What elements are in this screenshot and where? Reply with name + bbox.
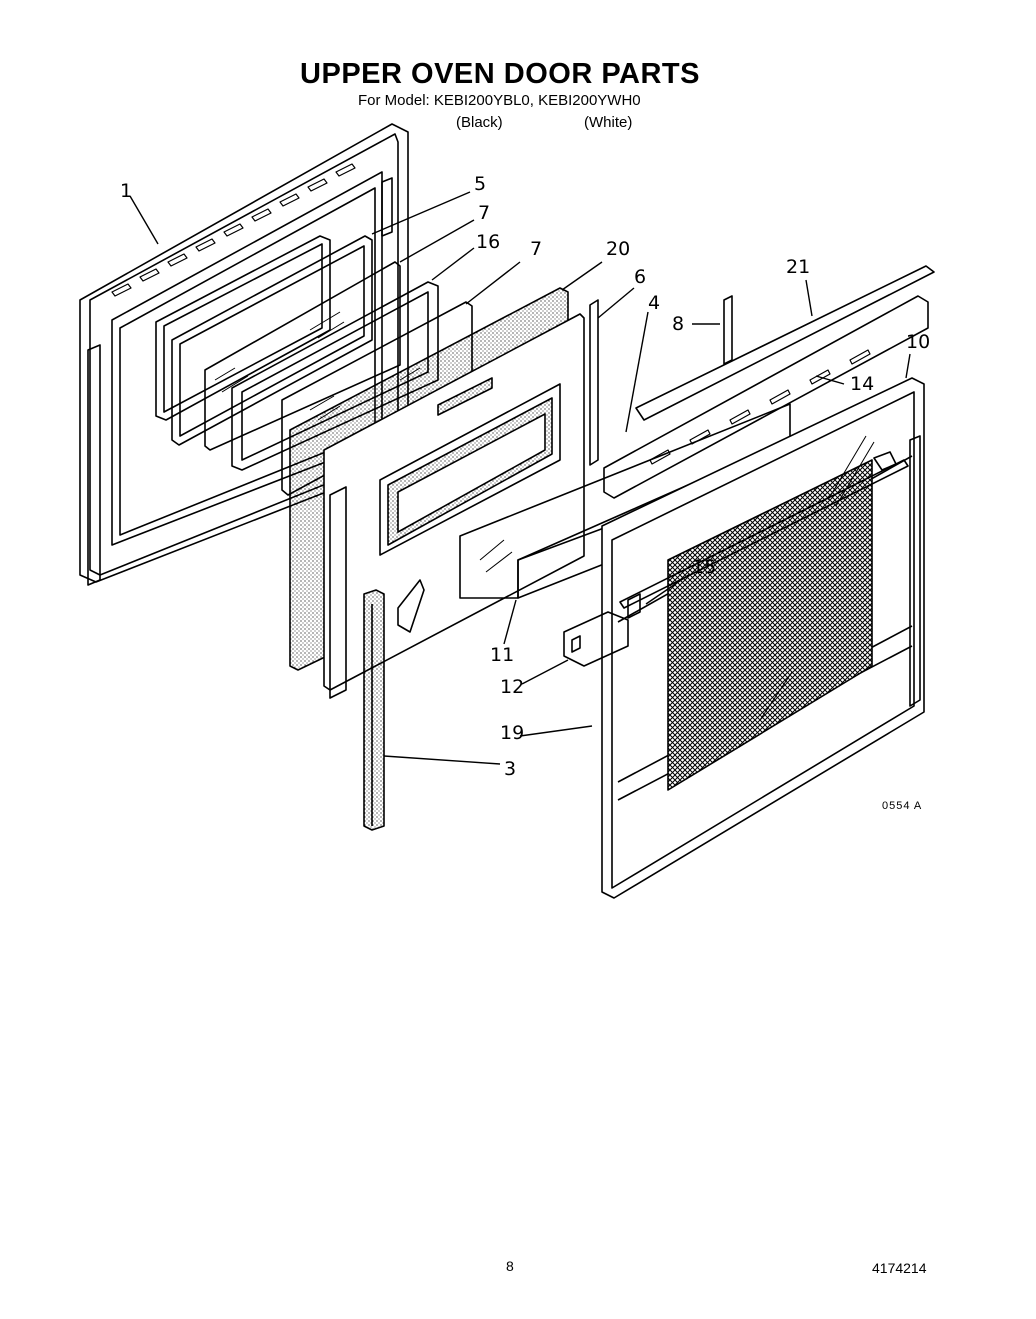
part-14-vent-channel — [603, 295, 929, 499]
callout-14: 14 — [850, 373, 875, 395]
part-3-trim-strip — [363, 589, 385, 831]
callout-11: 11 — [490, 644, 515, 666]
callout-3: 3 — [504, 758, 517, 780]
callout-21: 21 — [786, 256, 811, 278]
part-6-door-panel — [323, 299, 599, 699]
page-number: 8 — [506, 1258, 514, 1274]
callout-10: 10 — [906, 331, 931, 353]
callout-4: 4 — [648, 292, 661, 314]
figure-code: 0554 A — [882, 800, 923, 812]
callout-1: 1 — [120, 180, 133, 202]
model-line: For Model: KEBI200YBL0, KEBI200YWH0 — [358, 92, 641, 109]
callout-8: 8 — [672, 313, 685, 335]
part-19-outer-door — [601, 377, 925, 899]
callout-7-outer: 7 — [530, 238, 543, 260]
document-number: 4174214 — [872, 1260, 927, 1276]
callout-7-inner: 7 — [478, 202, 491, 224]
part-7-inner-glass — [204, 261, 401, 451]
callout-15: 15 — [692, 556, 717, 578]
part-8-bracket — [723, 295, 733, 365]
part-15-clip — [627, 593, 641, 619]
callout-12: 12 — [500, 676, 525, 698]
part-5-glass-frame — [171, 235, 373, 446]
color-label-white: (White) — [584, 114, 633, 131]
callout-20: 20 — [606, 238, 631, 260]
callout-16: 16 — [476, 231, 501, 253]
callout-19: 19 — [500, 722, 525, 744]
callout-6: 6 — [634, 266, 647, 288]
part-12-handle-bracket — [563, 611, 629, 667]
page-title: UPPER OVEN DOOR PARTS — [300, 58, 700, 90]
leader-lines — [129, 191, 911, 765]
callout-5: 5 — [474, 173, 487, 195]
part-21-top-trim — [635, 265, 935, 421]
color-label-black: (Black) — [456, 114, 503, 131]
